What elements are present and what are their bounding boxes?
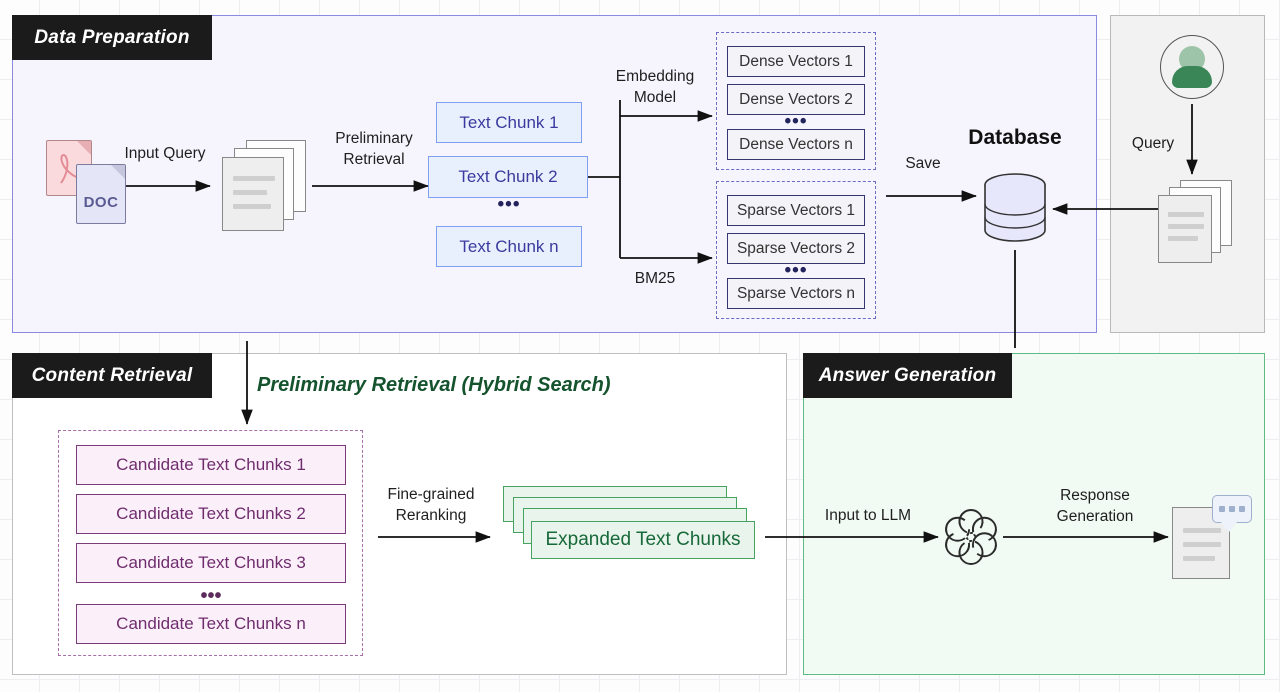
dense-vectors-ellipsis: ••• (784, 111, 808, 132)
sparse-vectors-1[interactable]: Sparse Vectors 1 (727, 195, 865, 226)
edge-label-save: Save (905, 155, 941, 172)
doc-file-label: DOC (83, 194, 119, 211)
edge-label-input-to-llm: Input to LLM (824, 507, 912, 524)
query-document-stack-icon (1158, 180, 1238, 268)
edge-label-response-generation: Response Generation (1056, 487, 1134, 525)
text-chunk-ellipsis: ••• (497, 194, 521, 215)
doc-page-front (222, 157, 284, 231)
sparse-vectors-2[interactable]: Sparse Vectors 2 (727, 233, 865, 264)
doc-file-icon: DOC (76, 164, 126, 224)
database-cylinder-icon (984, 173, 1046, 242)
sparse-vectors-ellipsis: ••• (784, 260, 808, 281)
openai-logo-icon (945, 509, 997, 565)
candidate-chunks-group (58, 430, 363, 656)
text-chunk-1[interactable]: Text Chunk 1 (436, 102, 582, 143)
chat-bubble-icon (1212, 495, 1252, 532)
text-chunk-2[interactable]: Text Chunk 2 (428, 156, 588, 198)
panel-title-content-retrieval: Content Retrieval (12, 353, 212, 398)
database-label: Database (968, 126, 1062, 149)
response-document-icon (1172, 495, 1268, 581)
query-page-front (1158, 195, 1212, 263)
document-stack-icon (222, 140, 314, 235)
source-documents-icon: DOC (46, 140, 138, 232)
candidate-chunks-ellipsis: ••• (200, 585, 222, 607)
doc-fold-corner-icon (111, 165, 125, 179)
candidate-text-chunk-2[interactable]: Candidate Text Chunks 2 (76, 494, 346, 534)
text-chunk-n[interactable]: Text Chunk n (436, 226, 582, 267)
dense-vectors-2[interactable]: Dense Vectors 2 (727, 84, 865, 115)
panel-title-answer-generation: Answer Generation (803, 353, 1012, 398)
panel-title-data-preparation: Data Preparation (12, 15, 212, 60)
response-page (1172, 507, 1230, 579)
candidate-text-chunk-n[interactable]: Candidate Text Chunks n (76, 604, 346, 644)
edge-label-fine-grained-reranking: Fine-grained Reranking (387, 486, 475, 524)
hybrid-search-section-title: Preliminary Retrieval (Hybrid Search) (257, 374, 611, 396)
avatar-body (1172, 66, 1212, 88)
edge-label-query: Query (1131, 135, 1175, 152)
dense-vectors-1[interactable]: Dense Vectors 1 (727, 46, 865, 77)
edge-label-bm25: BM25 (634, 270, 676, 287)
edge-label-embedding-model: Embedding Model (615, 68, 695, 106)
dense-vectors-group (716, 32, 876, 170)
sparse-vectors-group (716, 181, 876, 319)
candidate-text-chunk-1[interactable]: Candidate Text Chunks 1 (76, 445, 346, 485)
candidate-text-chunk-3[interactable]: Candidate Text Chunks 3 (76, 543, 346, 583)
edge-label-input-query: Input Query (124, 145, 206, 162)
expanded-text-chunks-box[interactable]: Expanded Text Chunks (531, 521, 755, 559)
edge-label-preliminary-retrieval: Preliminary Retrieval (335, 130, 413, 168)
dense-vectors-n[interactable]: Dense Vectors n (727, 129, 865, 160)
sparse-vectors-n[interactable]: Sparse Vectors n (727, 278, 865, 309)
user-avatar-icon (1160, 35, 1224, 99)
